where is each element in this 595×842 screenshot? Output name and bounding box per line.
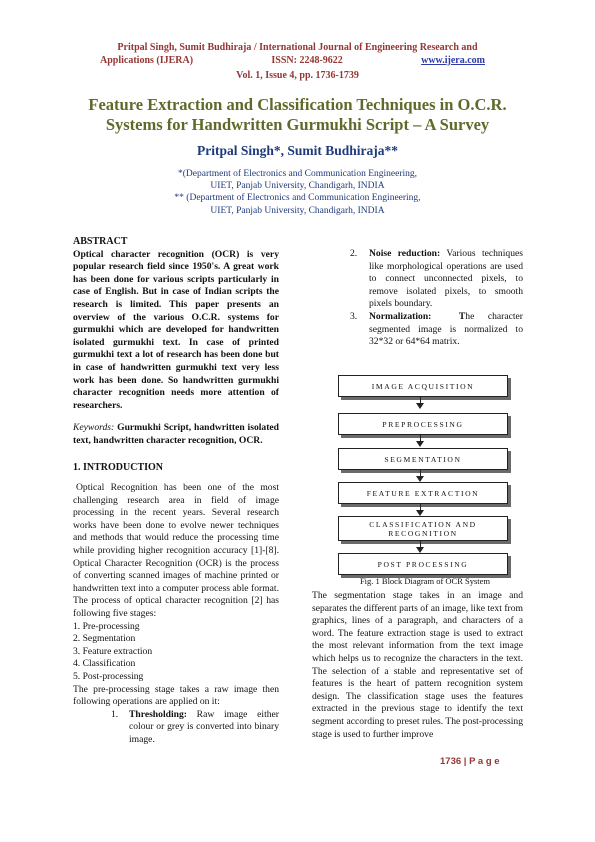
flow-arrow [420, 397, 421, 403]
right-list: 2. Noise reduction: Various techniques l… [312, 248, 523, 349]
introduction-heading: 1. INTRODUCTION [73, 461, 164, 473]
list-number: 2. [350, 248, 358, 259]
keywords-label: Keywords: [73, 422, 115, 434]
paper-title-line1: Feature Extraction and Classification Te… [88, 95, 507, 114]
journal-header: Pritpal Singh, Sumit Budhiraja / Interna… [60, 41, 535, 82]
journal-name-part: Applications (IJERA) [100, 55, 194, 66]
stages-list: 1. Pre-processing 2. Segmentation 3. Fea… [73, 621, 279, 684]
list-item-title: Thresholding: [129, 708, 187, 720]
keywords: Keywords: Gurmukhi Script, handwritten i… [73, 422, 279, 447]
issn: ISSN: 2248-9622 [271, 55, 343, 66]
flow-arrow [420, 435, 421, 441]
affiliations: *(Department of Electronics and Communic… [40, 168, 555, 217]
abstract-text: Optical character recognition (OCR) is v… [73, 248, 279, 411]
page-number: 1736 [440, 756, 462, 767]
arrow-down-icon [416, 510, 424, 516]
flow-box-classification: Classification and Recognition [338, 516, 508, 541]
authors: Pritpal Singh*, Sumit Budhiraja** [196, 143, 399, 158]
list-item-title-rest: T [458, 310, 466, 322]
list-text: Thresholding: Raw image either colour or… [129, 709, 279, 747]
intro-paragraph: Optical Recognition has been one of the … [73, 482, 279, 620]
page-label: P a g e [469, 756, 500, 767]
list-item: 1. Pre-processing [73, 620, 140, 632]
keywords-text: Gurmukhi Script, handwritten isolated te… [73, 422, 279, 446]
affiliation-line: UIET, Panjab University, Chandigarh, IND… [210, 181, 385, 192]
list-item-body: Various techniques like morphological op… [369, 248, 523, 310]
arrow-down-icon [416, 476, 424, 482]
flow-arrow [420, 504, 421, 510]
journal-header-line1: Pritpal Singh, Sumit Budhiraja / Interna… [117, 42, 478, 53]
list-item: 3. Feature extraction [73, 645, 153, 657]
affiliation-line: UIET, Panjab University, Chandigarh, IND… [210, 205, 385, 216]
flow-box-preprocessing: Preprocessing [338, 413, 508, 435]
list-number: 3. [350, 310, 358, 322]
list-item-title: Normalization: [369, 310, 432, 322]
arrow-down-icon [416, 403, 424, 409]
flow-arrow [420, 470, 421, 476]
preprocessing-paragraph: The pre-processing stage takes a raw ima… [73, 683, 279, 708]
journal-header-line2: Applications (IJERA) ISSN: 2248-9622 www… [60, 54, 535, 67]
list-item-thresholding: 1. Thresholding: Raw image either colour… [73, 709, 279, 747]
right-paragraph: The segmentation stage takes in an image… [312, 590, 523, 740]
footer-separator: | [463, 756, 467, 767]
list-item-noise-reduction: 2. Noise reduction: Various techniques l… [312, 248, 523, 311]
list-item-body: he character segmented image is normaliz… [369, 310, 523, 348]
paper-title: Feature Extraction and Classification Te… [40, 95, 555, 135]
flow-box-feature-extraction: Feature extraction [338, 482, 508, 504]
list-text: Normalization: The character segmented i… [369, 311, 523, 349]
journal-url-link[interactable]: www.ijera.com [421, 55, 485, 66]
flow-arrow [420, 541, 421, 547]
affiliation-line: *(Department of Electronics and Communic… [177, 169, 417, 179]
abstract-heading: ABSTRACT [73, 236, 128, 247]
list-item-normalization: 3. Normalization: The character segmente… [312, 311, 523, 349]
flow-box-segmentation: Segmentation [338, 448, 508, 470]
list-item: 5. Post-processing [73, 671, 144, 682]
list-item-body: Raw image either colour or grey is conve… [129, 708, 279, 745]
list-item: 4. Classification [73, 658, 136, 670]
flow-box-image-acquisition: Image acquisition [338, 375, 508, 397]
flow-box-post-processing: Post processing [338, 553, 508, 575]
affiliation-line: ** (Department of Electronics and Commun… [174, 193, 421, 204]
figure-caption: Fig. 1 Block Diagram of OCR System [359, 576, 491, 586]
list-number: 1. [111, 708, 119, 720]
arrow-down-icon [416, 547, 424, 553]
page-footer: 1736 | P a g e [440, 756, 500, 767]
left-column: ABSTRACT Optical character recognition (… [73, 236, 279, 747]
paper-title-line2: Systems for Handwritten Gurmukhi Script … [105, 115, 490, 134]
volume-issue: Vol. 1, Issue 4, pp. 1736-1739 [236, 70, 359, 81]
arrow-down-icon [416, 441, 424, 447]
list-item: 2. Segmentation [73, 633, 136, 645]
list-text: Noise reduction: Various techniques like… [369, 248, 523, 311]
list-item-title: Noise reduction: [369, 248, 441, 259]
